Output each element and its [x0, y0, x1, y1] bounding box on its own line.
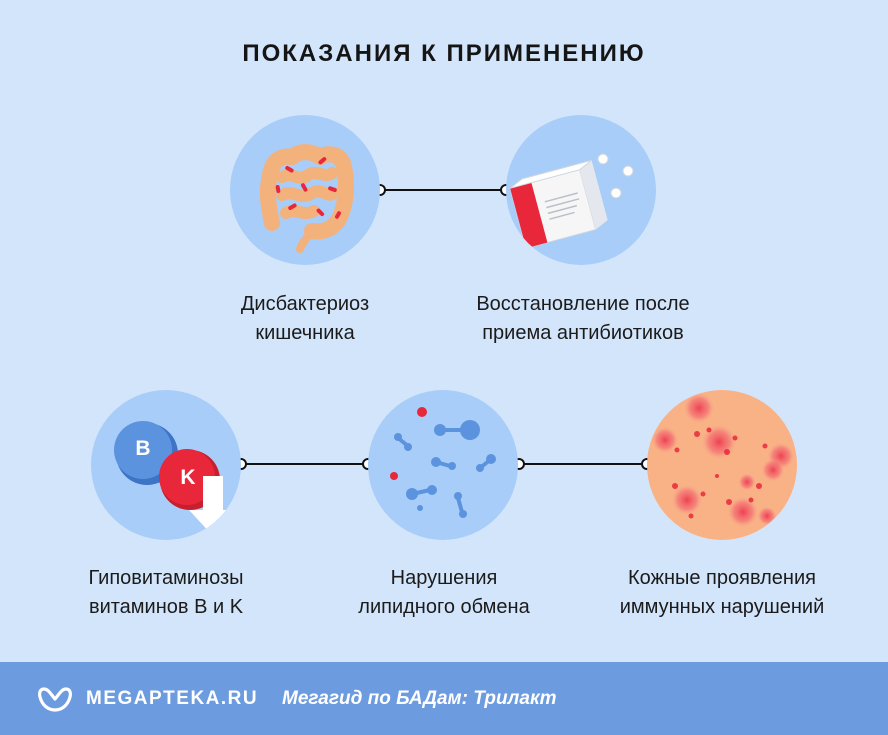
intestine-icon: [259, 144, 355, 253]
item-label-line2: липидного обмена: [358, 596, 530, 618]
item-label-dysbacteriosis: Дисбактериоз кишечника: [180, 290, 430, 348]
item-label-line2: приема антибиотиков: [482, 322, 684, 344]
molecules-icon: [390, 407, 496, 518]
item-label-line1: Дисбактериоз: [240, 293, 370, 315]
footer-brand[interactable]: MEGAPTEKA.RU: [86, 688, 259, 709]
footer-bar: [0, 662, 888, 735]
vitamin-k-label: K: [180, 466, 196, 489]
item-label-line1: Гиповитаминозы: [88, 567, 244, 589]
vitamin-bk-icon: [114, 421, 237, 536]
vitamins-circle: B K: [91, 390, 241, 540]
item-label-line1: Нарушения: [390, 567, 498, 589]
vitamin-b-label: B: [135, 437, 151, 460]
item-label-lipid: Нарушения липидного обмена: [318, 564, 570, 622]
item-label-line2: иммунных нарушений: [619, 596, 825, 618]
pill-box-icon: [509, 153, 634, 249]
footer-tagline: Мегагид по БАДам: Трилакт: [282, 688, 557, 709]
skin-rash-icon: [651, 392, 795, 528]
megapteka-logo-icon[interactable]: [38, 685, 72, 713]
intestine-circle: [230, 115, 380, 265]
item-label-line2: кишечника: [255, 322, 355, 344]
page-title: ПОКАЗАНИЯ К ПРИМЕНЕНИЮ: [242, 40, 646, 67]
item-label-hypovitaminosis: Гиповитаминозы витаминов B и K: [40, 564, 292, 622]
antibiotics-circle: [506, 115, 656, 265]
item-label-line2: витаминов B и K: [88, 596, 244, 618]
item-label-line1: Восстановление после: [476, 293, 690, 315]
item-label-skin: Кожные проявления иммунных нарушений: [582, 564, 862, 622]
item-label-antibiotics: Восстановление после приема антибиотиков: [430, 290, 736, 348]
skin-circle: [647, 390, 797, 540]
lipid-circle: [368, 390, 518, 540]
item-label-line1: Кожные проявления: [628, 567, 816, 589]
